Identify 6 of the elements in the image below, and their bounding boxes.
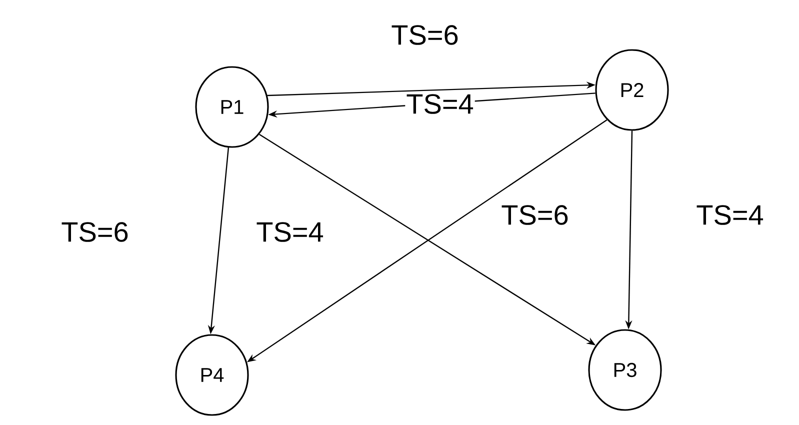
edge-label: TS=6 — [500, 204, 570, 226]
edge-label: TS=4 — [255, 221, 325, 243]
edge-label: TS=4 — [695, 204, 765, 226]
edge-label: TS=6 — [60, 221, 130, 243]
edge-label: TS=6 — [390, 24, 460, 46]
edge-label: TS=4 — [405, 93, 475, 115]
